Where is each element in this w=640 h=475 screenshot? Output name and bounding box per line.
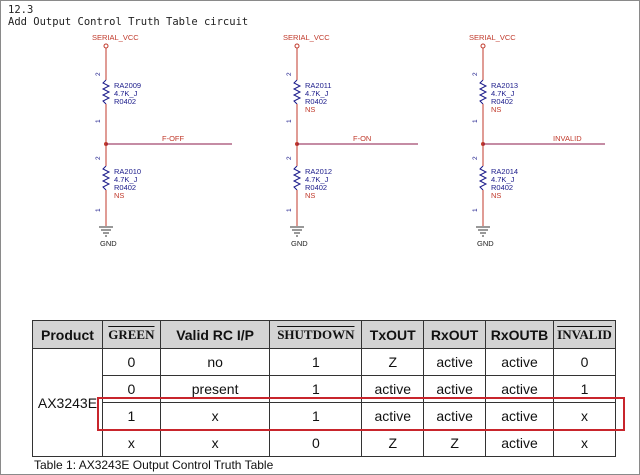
product-cell: AX3243E [32, 348, 103, 457]
header-rxoutb: RxOUTB [485, 320, 554, 349]
section-number: 12.3 [8, 4, 34, 16]
truth-table: Product GREEN Valid RC I/P SHUTDOWN TxOU… [32, 320, 617, 457]
table-cell: active [485, 429, 554, 457]
pin-number: 2 [95, 156, 102, 160]
resistor-value: 4.7K_J [114, 89, 138, 98]
section-title: Add Output Control Truth Table circuit [8, 16, 249, 28]
table-cell: 0 [552, 348, 617, 376]
ground-icon [290, 226, 304, 237]
table-cell: active [361, 402, 425, 430]
table-cell: Z [361, 429, 425, 457]
pin-number: 1 [286, 119, 293, 123]
pin-number: 1 [95, 119, 102, 123]
table-cell: x [159, 429, 271, 457]
resistor-icon [478, 165, 488, 191]
header-valid-rc: Valid RC I/P [159, 320, 271, 349]
table-cell: no [159, 348, 271, 376]
resistor-package: R0402 [305, 97, 327, 106]
pin-number: 1 [286, 208, 293, 212]
table-cell: Z [423, 429, 487, 457]
resistor-value: 4.7K_J [491, 175, 515, 184]
resistor-ref: RA2012 [305, 167, 332, 176]
resistor-icon [101, 165, 111, 191]
pin-number: 2 [472, 156, 479, 160]
resistor-value: 4.7K_J [114, 175, 138, 184]
pin-number: 1 [472, 208, 479, 212]
table-cell: active [485, 348, 554, 376]
table-caption: Table 1: AX3243E Output Control Truth Ta… [34, 458, 274, 472]
vcc-label: SERIAL_VCC [92, 33, 139, 42]
table-cell: Z [361, 348, 425, 376]
table-cell: x [101, 429, 161, 457]
net-label: INVALID [553, 134, 582, 143]
vcc-terminal-icon [294, 43, 300, 49]
pin-number: 1 [472, 119, 479, 123]
resistor-ns: NS [491, 105, 501, 114]
resistor-package: R0402 [114, 97, 136, 106]
resistor-icon [101, 79, 111, 105]
resistor-package: R0402 [305, 183, 327, 192]
header-product: Product [32, 320, 103, 349]
resistor-icon [292, 165, 302, 191]
header-green: GREEN [101, 320, 161, 349]
ground-icon [476, 226, 490, 237]
pin-number: 2 [286, 72, 293, 76]
vcc-terminal-icon [480, 43, 486, 49]
resistor-package: R0402 [114, 183, 136, 192]
table-cell: 0 [269, 429, 363, 457]
resistor-value: 4.7K_J [491, 89, 515, 98]
resistor-ref: RA2013 [491, 81, 518, 90]
resistor-package: R0402 [491, 97, 513, 106]
highlight-box [97, 397, 625, 431]
resistor-value: 4.7K_J [305, 89, 329, 98]
header-invalid: INVALID [552, 320, 617, 349]
resistor-ref: RA2009 [114, 81, 141, 90]
header-rxout: RxOUT [423, 320, 487, 349]
header-shutdown: SHUTDOWN [269, 320, 363, 349]
ground-icon [99, 226, 113, 237]
pin-number: 2 [286, 156, 293, 160]
resistor-ns: NS [114, 191, 124, 200]
table-cell: 1 [269, 348, 363, 376]
net-label: F-OFF [162, 134, 184, 143]
pin-number: 2 [95, 72, 102, 76]
table-row: x x 0 Z Z active x [33, 429, 617, 457]
resistor-ns: NS [305, 105, 315, 114]
gnd-label: GND [477, 239, 494, 248]
resistor-value: 4.7K_J [305, 175, 329, 184]
net-label: F-ON [353, 134, 371, 143]
table-row: 1 x 1 active active active x [33, 402, 617, 430]
resistor-ref: RA2010 [114, 167, 141, 176]
vcc-terminal-icon [103, 43, 109, 49]
pin-number: 1 [95, 208, 102, 212]
resistor-icon [292, 79, 302, 105]
resistor-ns: NS [491, 191, 501, 200]
table-cell: active [423, 348, 487, 376]
schematic-diagram: SERIAL_VCCF-OFF2121RA20094.7K_JR0402RA20… [92, 33, 605, 248]
vcc-label: SERIAL_VCC [283, 33, 330, 42]
gnd-label: GND [100, 239, 117, 248]
table-row: AX3243E 0 no 1 Z active active 0 [32, 348, 617, 457]
table-cell: x [552, 429, 617, 457]
resistor-ns: NS [305, 191, 315, 200]
resistor-package: R0402 [491, 183, 513, 192]
gnd-label: GND [291, 239, 308, 248]
table-cell: 1 [101, 402, 161, 430]
resistor-ref: RA2011 [305, 81, 332, 90]
resistor-ref: RA2014 [491, 167, 518, 176]
table-header-row: Product GREEN Valid RC I/P SHUTDOWN TxOU… [32, 320, 617, 349]
vcc-label: SERIAL_VCC [469, 33, 516, 42]
table-cell: 0 [101, 348, 161, 376]
resistor-icon [478, 79, 488, 105]
header-txout: TxOUT [361, 320, 425, 349]
pin-number: 2 [472, 72, 479, 76]
